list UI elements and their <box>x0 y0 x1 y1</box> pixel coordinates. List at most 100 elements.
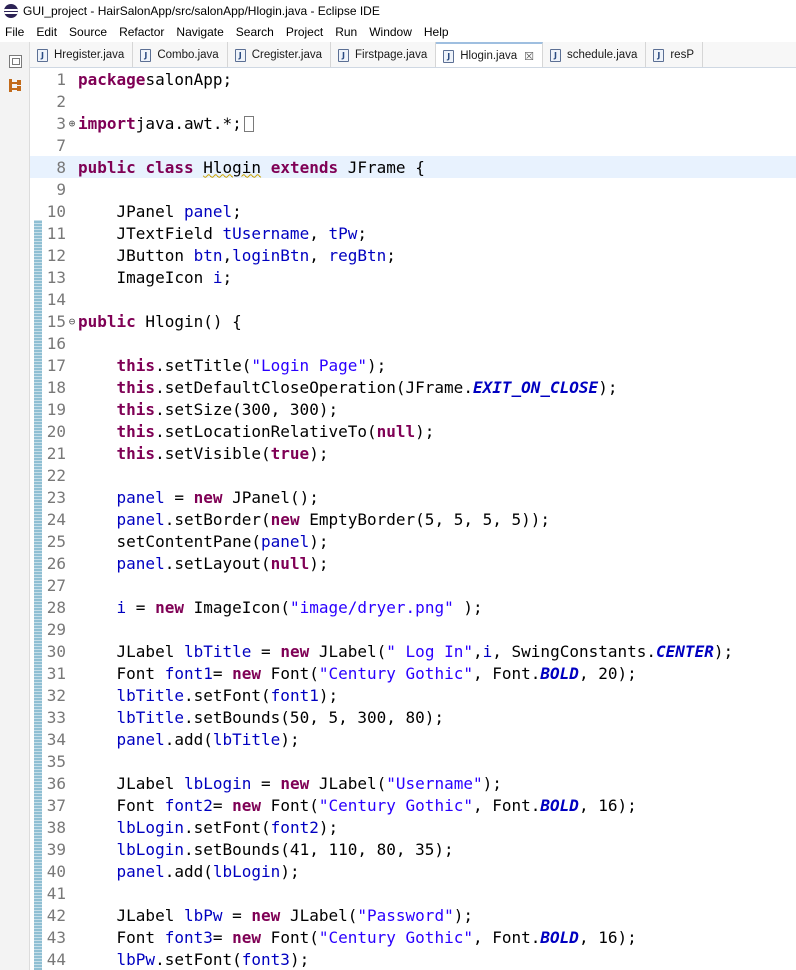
menu-run[interactable]: Run <box>335 25 358 39</box>
code-text: JLabel lbLogin = new JLabel("Username"); <box>78 774 502 793</box>
code-line[interactable]: 26 panel.setLayout(null); <box>30 552 796 574</box>
code-line[interactable]: 10 JPanel panel; <box>30 200 796 222</box>
code-line[interactable]: 44 lbPw.setFont(font3); <box>30 948 796 970</box>
restore-icon[interactable] <box>9 55 22 68</box>
code-token: font1 <box>164 663 213 683</box>
code-line[interactable]: 34 panel.add(lbTitle); <box>30 728 796 750</box>
code-line[interactable]: 23 panel = new JPanel(); <box>30 486 796 508</box>
java-file-icon: J <box>550 48 562 62</box>
code-line[interactable]: 19 this.setSize(300, 300); <box>30 398 796 420</box>
menu-navigate[interactable]: Navigate <box>176 25 224 39</box>
code-line[interactable]: 25 setContentPane(panel); <box>30 530 796 552</box>
code-text: panel.add(lbTitle); <box>78 730 300 749</box>
code-line[interactable]: 18 this.setDefaultCloseOperation(JFrame.… <box>30 376 796 398</box>
code-token: lbPw <box>183 905 223 925</box>
menu-refactor[interactable]: Refactor <box>119 25 165 39</box>
code-line[interactable]: 40 panel.add(lbLogin); <box>30 860 796 882</box>
tab-label: Combo.java <box>157 49 219 61</box>
menu-edit[interactable]: Edit <box>36 25 58 39</box>
code-token: , Font. <box>472 795 541 815</box>
code-line[interactable]: 17 this.setTitle("Login Page"); <box>30 354 796 376</box>
code-token: panel <box>261 531 310 551</box>
java-file-icon: J <box>234 48 246 62</box>
code-line[interactable]: 42 JLabel lbPw = new JLabel("Password"); <box>30 904 796 926</box>
code-token: panel <box>183 201 233 221</box>
code-line[interactable]: 21 this.setVisible(true); <box>30 442 796 464</box>
line-number: 34 <box>46 729 66 749</box>
menu-search[interactable]: Search <box>235 25 274 39</box>
line-number: 31 <box>46 663 66 683</box>
code-token <box>78 488 117 507</box>
code-line[interactable]: 11 JTextField tUsername, tPw; <box>30 222 796 244</box>
code-token: lbPw <box>116 949 156 969</box>
code-line[interactable]: 43 Font font3= new Font("Century Gothic"… <box>30 926 796 948</box>
code-token: null <box>376 421 416 441</box>
code-token: "Century Gothic" <box>318 663 473 683</box>
code-token: ); <box>713 641 734 661</box>
code-line[interactable]: 28 i = new ImageIcon("image/dryer.png" )… <box>30 596 796 618</box>
code-token <box>78 840 117 859</box>
menu-window[interactable]: Window <box>369 25 412 39</box>
menu-file[interactable]: File <box>5 25 25 39</box>
code-text: this.setVisible(true); <box>78 444 329 463</box>
close-tab-icon[interactable]: ☒ <box>524 49 535 63</box>
code-line[interactable]: 37 Font font2= new Font("Century Gothic"… <box>30 794 796 816</box>
code-text: lbTitle.setFont(font1); <box>78 686 339 705</box>
code-line[interactable]: 2 <box>30 90 796 112</box>
code-line[interactable]: 31 Font font1= new Font("Century Gothic"… <box>30 662 796 684</box>
code-line[interactable]: 15⊖public Hlogin() { <box>30 310 796 332</box>
code-line[interactable]: 32 lbTitle.setFont(font1); <box>30 684 796 706</box>
line-number: 19 <box>46 399 66 419</box>
code-token: new <box>193 487 223 507</box>
code-line[interactable]: 13 ImageIcon i; <box>30 266 796 288</box>
code-token <box>78 378 117 397</box>
fold-toggle-icon[interactable]: ⊖ <box>68 314 76 328</box>
fold-toggle-icon[interactable]: ⊕ <box>68 116 76 130</box>
code-line[interactable]: 20 this.setLocationRelativeTo(null); <box>30 420 796 442</box>
code-line[interactable]: 29 <box>30 618 796 640</box>
code-token: loginBtn <box>232 245 310 265</box>
code-line[interactable]: 16 <box>30 332 796 354</box>
java-file-icon: J <box>653 48 665 62</box>
menu-help[interactable]: Help <box>423 25 449 39</box>
menu-source[interactable]: Source <box>69 25 108 39</box>
hierarchy-icon[interactable] <box>9 79 22 92</box>
code-line[interactable]: 7 <box>30 134 796 156</box>
code-line[interactable]: 12 JButton btn,loginBtn, regBtn; <box>30 244 796 266</box>
code-token: new <box>280 773 310 793</box>
code-line[interactable]: 24 panel.setBorder(new EmptyBorder(5, 5,… <box>30 508 796 530</box>
code-line[interactable]: 14 <box>30 288 796 310</box>
line-number: 17 <box>46 355 66 375</box>
code-line[interactable]: 38 lbLogin.setFont(font2); <box>30 816 796 838</box>
code-line[interactable]: 30 JLabel lbTitle = new JLabel(" Log In"… <box>30 640 796 662</box>
code-line[interactable]: 39 lbLogin.setBounds(41, 110, 80, 35); <box>30 838 796 860</box>
code-token: public <box>78 157 136 177</box>
code-token: new <box>280 641 310 661</box>
code-token: JLabel( <box>309 773 387 793</box>
collapsed-imports-box[interactable] <box>243 116 254 132</box>
menu-project[interactable]: Project <box>285 25 324 39</box>
code-line[interactable]: 9 <box>30 178 796 200</box>
code-line[interactable]: 33 lbTitle.setBounds(50, 5, 300, 80); <box>30 706 796 728</box>
code-line[interactable]: 36 JLabel lbLogin = new JLabel("Username… <box>30 772 796 794</box>
eclipse-icon <box>4 4 18 18</box>
code-line[interactable]: 3⊕importjava.awt.*; <box>30 112 796 134</box>
line-number: 13 <box>46 267 66 287</box>
code-token: Font( <box>261 663 319 683</box>
tab-label: resP <box>670 49 694 61</box>
code-line[interactable]: 27 <box>30 574 796 596</box>
code-line[interactable]: 41 <box>30 882 796 904</box>
code-line[interactable]: 35 <box>30 750 796 772</box>
code-line[interactable]: 22 <box>30 464 796 486</box>
code-token: "image/dryer.png" <box>289 597 454 617</box>
